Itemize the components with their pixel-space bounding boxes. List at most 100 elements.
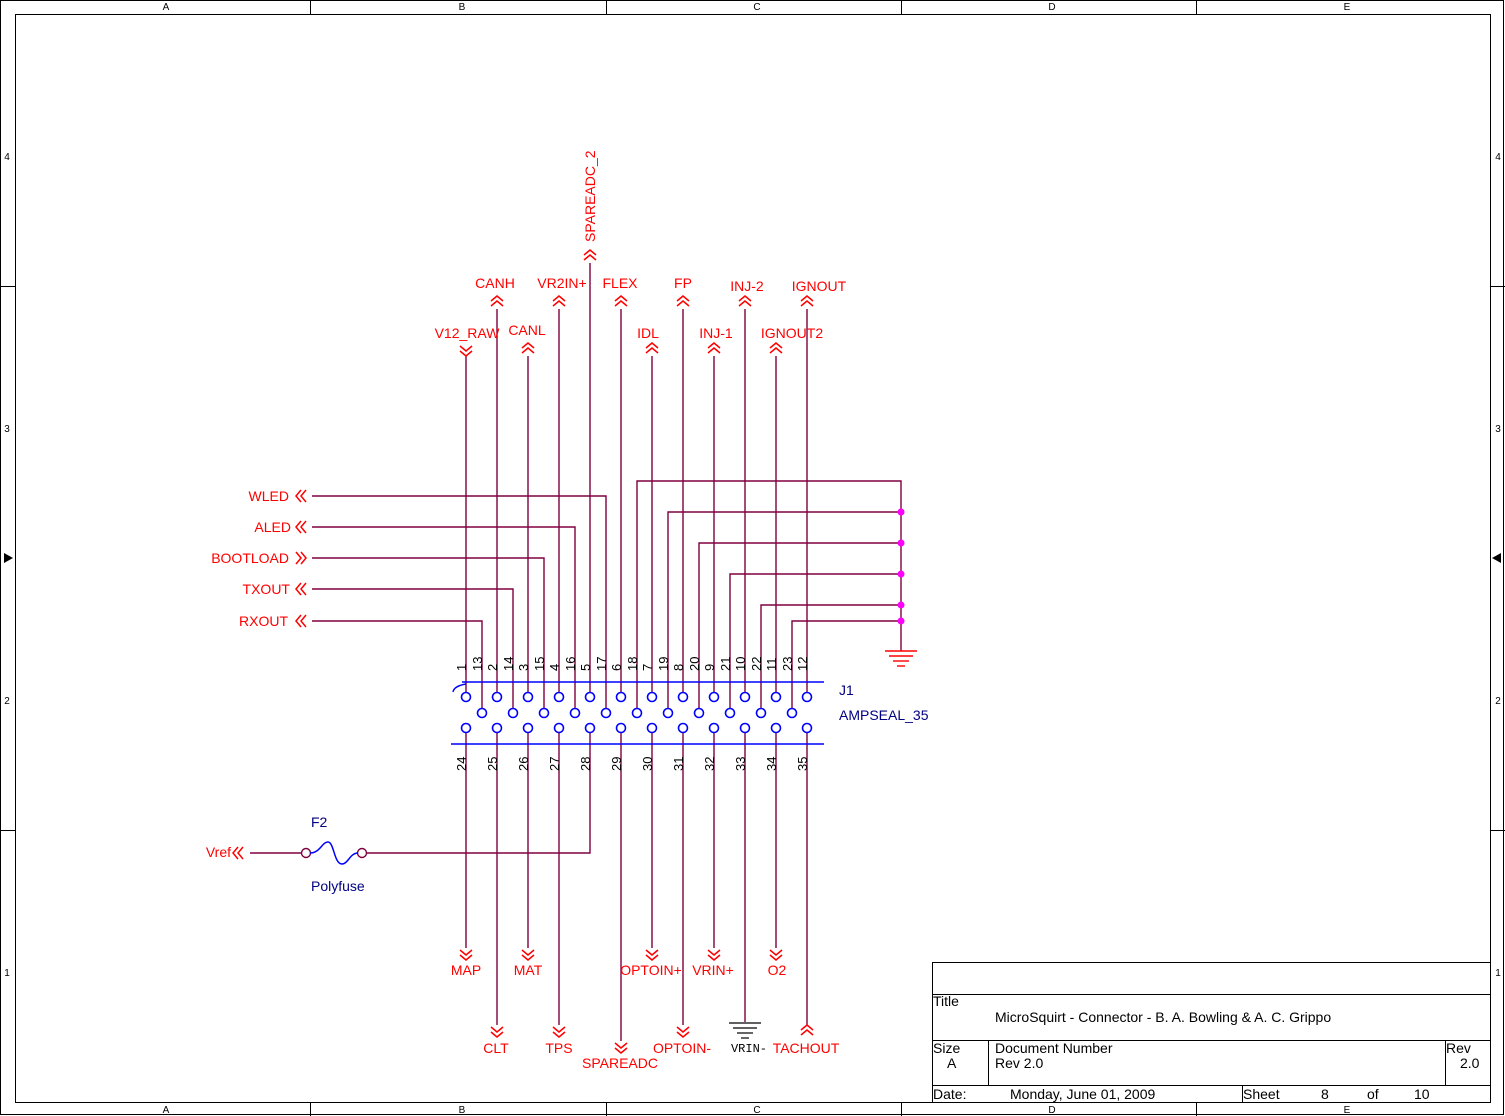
pin-number: 3 [516,664,531,671]
junction-dots [897,508,905,625]
net-label-bootload: BOOTLOAD [211,550,289,566]
zone-col-c-bottom: C [753,1105,760,1116]
wires [250,263,902,1041]
connector-pin [476,707,488,719]
connector-j1 [451,681,824,745]
connector-pin [584,722,596,734]
sheet-number: 8 [1321,1086,1329,1102]
pin-number: 26 [516,757,531,771]
connector-pin [693,707,705,719]
pin-number: 2 [485,664,500,671]
connector-bottom-pin-numbers: 24 25 26 27 28 29 30 31 32 33 34 35 [454,757,810,771]
zone-col-c-top: C [753,2,760,13]
pin-number: 5 [578,664,593,671]
pin-number: 8 [671,664,686,671]
connector-pin [770,722,782,734]
zone-row-2-left: 2 [4,696,10,707]
net-label-wled: WLED [249,488,289,504]
pin-number: 17 [594,657,609,671]
pin-number: 24 [454,757,469,771]
date-label: Date: [933,1086,966,1102]
net-label-map: MAP [451,962,481,978]
pin-number: 28 [578,757,593,771]
net-label-o2: O2 [768,962,787,978]
zone-col-d-bottom: D [1048,1105,1055,1116]
pin-number: 32 [702,757,717,771]
pin-number: 1 [454,664,469,671]
pin-number: 11 [764,658,779,672]
connector-pin [569,707,581,719]
pin-number: 13 [470,657,485,671]
pin-number: 12 [795,657,810,671]
net-label-ignout: IGNOUT [792,278,847,294]
net-label-inj-1: INJ-1 [699,325,733,341]
connector-pin [615,722,627,734]
fuse-part-name: Polyfuse [311,878,365,894]
pin-number: 33 [733,757,748,771]
sheet-of-label: of [1367,1086,1379,1102]
drawing-title: MicroSquirt - Connector - B. A. Bowling … [995,1009,1331,1025]
net-label-vrin-minus: VRIN- [731,1042,767,1056]
size-value: A [947,1055,957,1071]
ground-symbol [885,650,917,667]
zone-row-4-right: 4 [1495,152,1501,163]
net-label-spareadc: SPAREADC [582,1055,658,1071]
connector-pin [724,707,736,719]
pin-number: 9 [702,664,717,671]
net-label-mat: MAT [514,962,543,978]
connector-pin [739,722,751,734]
connector-pin [460,722,472,734]
net-label-vr2in-plus: VR2IN+ [537,275,586,291]
sheet-total: 10 [1414,1086,1430,1102]
net-label-tps: TPS [545,1040,572,1056]
pin-number: 15 [532,657,547,671]
rev-label: Rev [1446,1040,1471,1056]
pin-number: 16 [563,657,578,671]
pin-number: 19 [656,657,671,671]
net-label-fp: FP [674,275,692,291]
connector-pin [739,691,751,703]
title-label: Title [933,993,959,1009]
pin-number: 4 [547,664,562,671]
zone-col-b-bottom: B [459,1105,466,1116]
net-label-optoin-plus: OPTOIN+ [620,962,682,978]
pin-number: 20 [687,657,702,671]
connector-pin [646,722,658,734]
connector-pin [662,707,674,719]
zone-col-a-bottom: A [163,1105,170,1116]
zone-col-e-bottom: E [1344,1105,1351,1116]
pin-number: 35 [795,757,810,771]
net-label-tachout: TACHOUT [773,1040,840,1056]
connector-pin [584,691,596,703]
pin-number: 6 [609,664,624,671]
net-label-idl: IDL [637,325,659,341]
connector-pin [553,722,565,734]
pin-number: 31 [671,757,686,771]
pin-number: 29 [609,757,624,771]
pin-number: 25 [485,757,500,771]
net-label-txout: TXOUT [243,581,291,597]
pin-number: 27 [547,757,562,771]
zone-row-1-right: 1 [1495,968,1501,979]
net-label-spareadc-2: SPAREADC_2 [582,150,598,242]
net-label-vrin-plus: VRIN+ [692,962,734,978]
connector-pin [786,707,798,719]
connector-refdes: J1 [839,682,854,698]
connector-pin [615,691,627,703]
net-label-canl: CANL [508,322,546,338]
net-label-optoin-minus: OPTOIN- [653,1040,711,1056]
net-label-aled: ALED [254,519,291,535]
connector-pin [801,722,813,734]
pin-number: 22 [749,657,764,671]
ground-symbol-vrin [729,1022,761,1039]
connector-pin [770,691,782,703]
connector-pin [507,707,519,719]
connector-pin [708,691,720,703]
connector-pin [460,691,472,703]
zone-col-b-top: B [459,2,466,13]
pin-number: 23 [780,657,795,671]
pin-number: 34 [764,757,779,771]
document-number-label: Document Number [995,1040,1113,1056]
zone-col-a-top: A [163,2,170,13]
connector-pin [631,707,643,719]
